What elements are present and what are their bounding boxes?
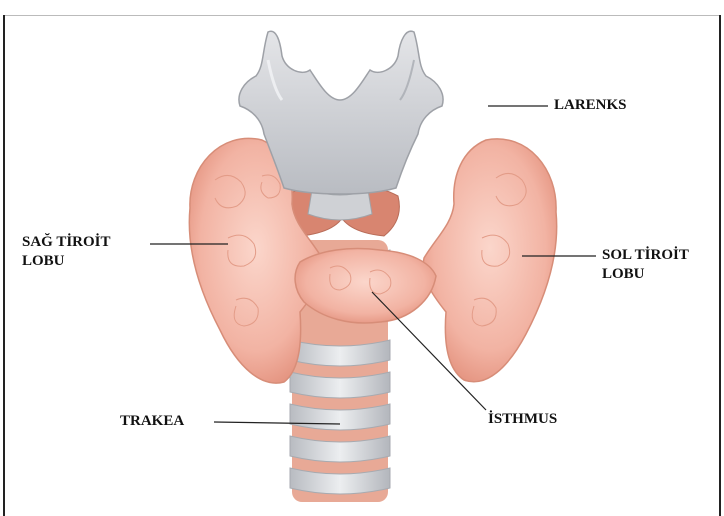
label-sol-tiroit-lobu: SOL TİROİT LOBU [602,246,689,284]
label-sol-tiroit-line1: SOL TİROİT [602,246,689,265]
label-sag-tiroit-lobu: SAĞ TİROİT LOBU [22,233,111,271]
label-isthmus: İSTHMUS [488,410,557,429]
label-larenks: LARENKS [554,96,627,115]
label-sag-tiroit-line1: SAĞ TİROİT [22,233,111,252]
label-sol-tiroit-line2: LOBU [602,265,689,284]
left-thyroid-lobe [423,139,557,382]
label-sag-tiroit-line2: LOBU [22,252,111,271]
label-trakea: TRAKEA [120,412,184,431]
